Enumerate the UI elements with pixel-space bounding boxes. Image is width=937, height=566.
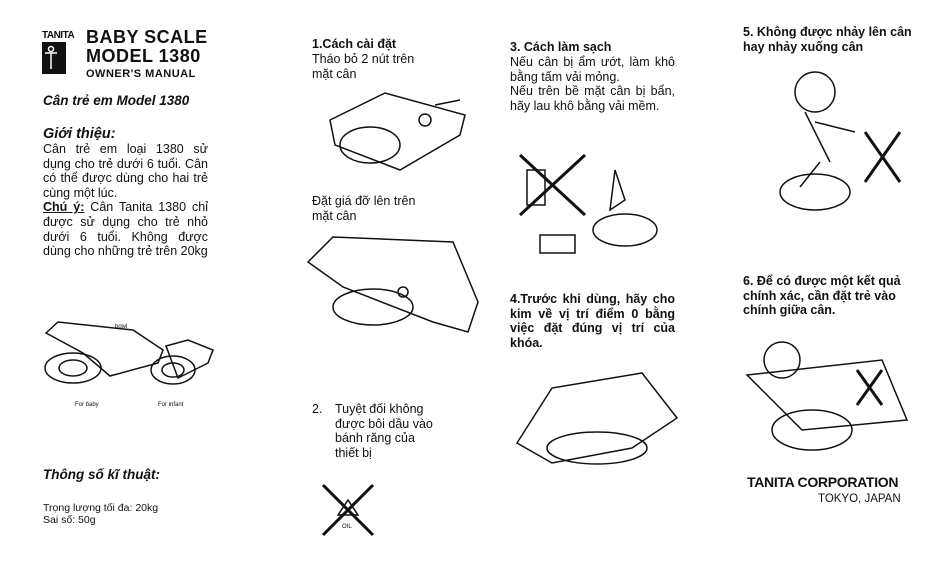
- note-text: Cân Tanita 1380 chỉ được sử dụng cho trẻ…: [43, 200, 208, 259]
- remove-knobs-illustration: [329, 92, 466, 171]
- owners-manual: OWNER'S MANUAL: [86, 68, 196, 80]
- title-baby-scale: BABY SCALE: [86, 27, 208, 47]
- bowl-label: bowl: [115, 324, 128, 330]
- specs: Trọng lượng tối đa: 20kg Sai số: 50g: [43, 502, 158, 526]
- for-baby-label: For baby: [75, 402, 99, 408]
- step1-heading: 1.Cách cài đặt: [312, 37, 397, 51]
- step6-text: 6. Để có được một kết quả chính xác, cần…: [743, 274, 901, 318]
- spec-max-weight: Trọng lượng tối đa: 20kg: [43, 502, 159, 514]
- intro-body: Cân trẻ em loại 1380 sử dụng cho trẻ dướ…: [43, 142, 208, 200]
- no-oil-illustration: [321, 483, 375, 537]
- zero-adjust-illustration: [515, 372, 679, 465]
- company-location: TOKYO, JAPAN: [818, 493, 901, 505]
- oil-label: OIL: [342, 524, 352, 530]
- step3-text2: Nếu trên bề mặt cân bị bẩn, hãy lau khô …: [510, 84, 675, 113]
- step1-text1: Tháo bỏ 2 nút trên mặt cân: [312, 52, 415, 81]
- step3-text: Nếu cân bị ẩm ướt, làm khô bằng tấm vải …: [510, 55, 675, 113]
- company-name: TANITA CORPORATION: [747, 474, 899, 490]
- place-tray-illustration: [306, 236, 479, 333]
- cleaning-illustration: [518, 153, 658, 254]
- spec-accuracy: Sai số: 50g: [43, 514, 96, 526]
- tanita-logo-text: TANITA: [42, 30, 75, 41]
- scale-illustration-baby-infant: [44, 321, 214, 385]
- step2-num: 2.: [312, 402, 323, 416]
- note-label: Chú ý:: [43, 200, 85, 215]
- product-name: Cân trẻ em Model 1380: [43, 93, 190, 108]
- no-jumping-illustration: [779, 71, 902, 211]
- best-weight-logo: [42, 42, 66, 74]
- step5-text: 5. Không được nhảy lên cân hay nhảy xuốn…: [743, 25, 912, 54]
- step1-text2: Đặt giá đỡ lên trên mặt cân: [312, 194, 416, 223]
- for-infant-label: For infant: [158, 402, 184, 408]
- center-baby-illustration: [745, 341, 909, 451]
- step3-text1: Nếu cân bị ẩm ướt, làm khô bằng tấm vải …: [510, 55, 675, 84]
- step3-heading: 3. Cách làm sạch: [510, 40, 612, 54]
- step4-text: 4.Trước khi dùng, hãy cho kim về vị trí …: [510, 292, 675, 350]
- step2-text: Tuyệt đối không được bôi dầu vào bánh ră…: [335, 402, 433, 460]
- intro-text: Cân trẻ em loại 1380 sử dụng cho trẻ dướ…: [43, 142, 208, 259]
- intro-heading: Giới thiệu:: [43, 126, 116, 142]
- spec-heading: Thông số kĩ thuật:: [43, 467, 160, 482]
- title-model: MODEL 1380: [86, 46, 201, 66]
